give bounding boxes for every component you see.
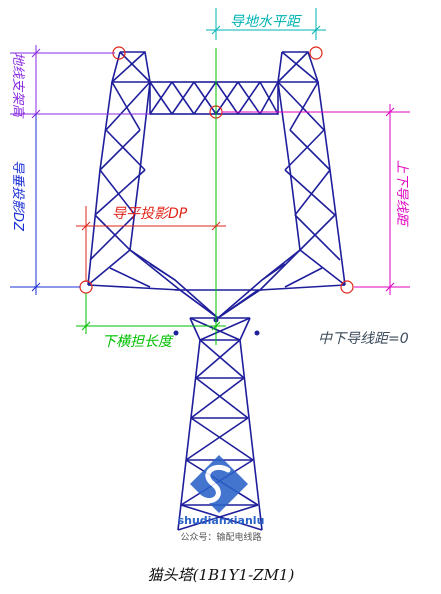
label-vertical-projection: 导垂投影DZ xyxy=(10,160,25,232)
label-middle-lower-distance: 中下导线距=0 xyxy=(318,331,409,347)
dim-ground-wire-horizontal xyxy=(206,8,326,40)
label-bracket-height: 地线支架高 xyxy=(10,52,25,119)
dim-horizontal-projection xyxy=(76,206,226,282)
watermark-account: 公众号：输配电线路 xyxy=(180,531,261,543)
label-ground-wire-horizontal: 导地水平距 xyxy=(230,14,302,30)
dim-upper-lower-distance xyxy=(222,104,410,295)
dim-lower-arm-length xyxy=(76,293,226,334)
dim-bracket-height xyxy=(10,45,150,122)
label-lower-arm-length: 下横担长度 xyxy=(102,334,174,350)
label-horizontal-projection: 导平投影DP xyxy=(112,206,188,222)
left-conductor-point xyxy=(79,280,93,294)
right-ground-wire-point xyxy=(309,46,323,60)
caption: 猫头塔(1B1Y1-ZM1) xyxy=(148,566,295,584)
label-upper-lower-distance: 上下导线距 xyxy=(394,160,409,227)
tower-structure xyxy=(87,51,346,531)
watermark-brand: shudianxianlu xyxy=(178,514,265,527)
dim-vertical-projection xyxy=(10,114,80,295)
right-conductor-point xyxy=(340,280,354,294)
watermark-logo xyxy=(190,455,248,513)
